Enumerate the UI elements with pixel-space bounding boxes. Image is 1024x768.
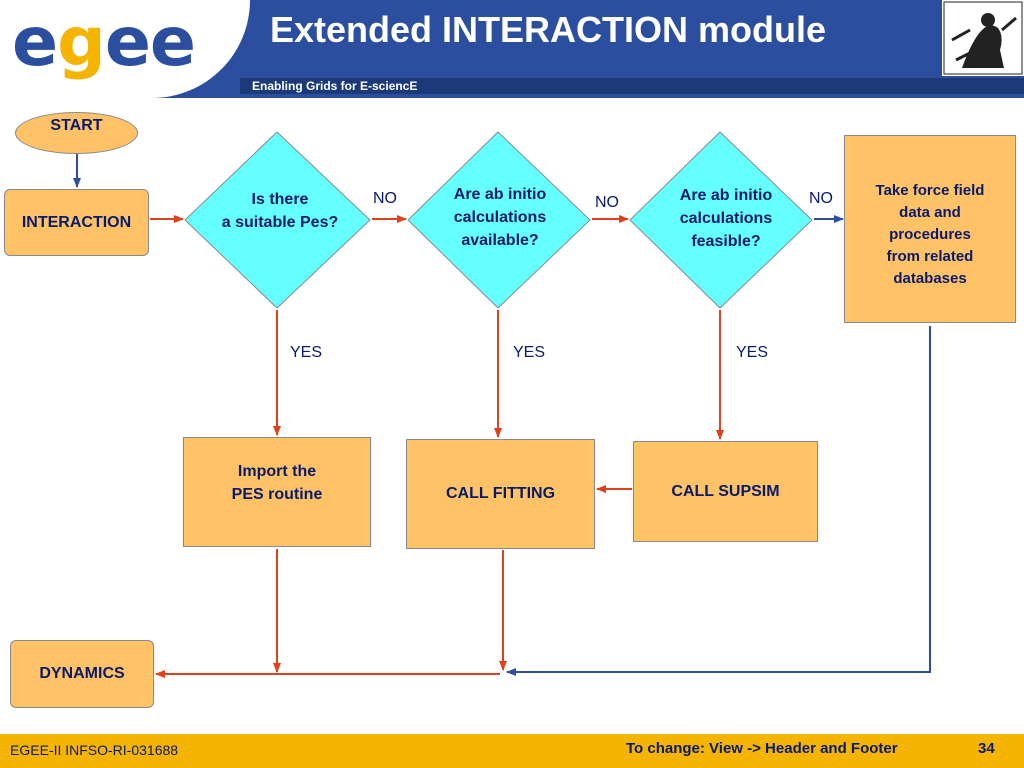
call-supsim-box: CALL SUPSIM [633,441,818,542]
slide-footer: EGEE-II INFSO-RI-031688 To change: View … [0,734,1024,768]
yes-label: YES [736,344,769,361]
force-field-line: data and [899,204,961,221]
slide-title: Extended INTERACTION module [270,9,827,50]
decision1-text: Is there a suitable Pes? [200,188,360,234]
dynamics-box: DYNAMICS [10,640,154,708]
decision2-line: available? [461,232,539,249]
yes-label: YES [290,344,323,361]
no-label: NO [809,190,833,207]
interaction-box: INTERACTION [4,189,149,256]
slide-header: egee Enabling Grids for E-sciencE Extend… [0,0,1024,98]
decision2-line: calculations [453,209,547,226]
emblem-image [942,0,1024,76]
decision1-line: Is there [251,191,309,208]
footer-hint: To change: View -> Header and Footer [626,740,898,757]
decision-diamond-feasible [629,131,813,309]
flowchart: START INTERACTION Is there a suitable Pe… [0,98,1024,734]
decision1-line: a suitable Pes? [221,214,339,231]
force-field-line: procedures [889,226,971,243]
footer-project: EGEE-II INFSO-RI-031688 [10,742,179,758]
import-pes-box: Import the PES routine [183,437,371,547]
force-field-line: Take force field [875,182,985,199]
force-field-box: Take force field data and procedures fro… [844,135,1016,323]
dynamics-label: DYNAMICS [39,665,125,682]
decision3-text: Are ab initio calculations feasible? [646,184,806,253]
start-label: START [50,117,103,134]
header-subtitle: Enabling Grids for E-sciencE [252,79,418,93]
subtitle-bar [240,78,1024,94]
page-number: 34 [978,740,995,757]
egee-logo: egee [12,3,196,82]
force-field-line: databases [893,270,967,287]
arrow-forcefield-to-dynamics [506,326,931,676]
import-pes-line: PES routine [231,486,323,503]
force-field-line: from related [886,248,974,265]
decision3-line: calculations [679,210,773,227]
import-pes-line: Import the [237,463,317,480]
call-supsim-label: CALL SUPSIM [671,482,780,500]
decision2-text: Are ab initio calculations available? [420,183,580,252]
no-label: NO [373,190,397,207]
call-fitting-label: CALL FITTING [445,485,556,502]
decision3-line: Are ab initio [679,187,773,204]
logo-area: egee [0,0,250,98]
flowchart-connectors [73,131,931,678]
start-node: START [15,112,138,154]
decision3-line: feasible? [691,233,761,250]
no-label: NO [595,194,619,211]
call-fitting-box: CALL FITTING [406,439,595,549]
interaction-label: INTERACTION [21,213,132,231]
decision-diamond-available [407,131,591,309]
decision-diamond-suitable-pes [184,131,371,309]
decision2-line: Are ab initio [453,186,547,203]
yes-label: YES [513,344,546,361]
